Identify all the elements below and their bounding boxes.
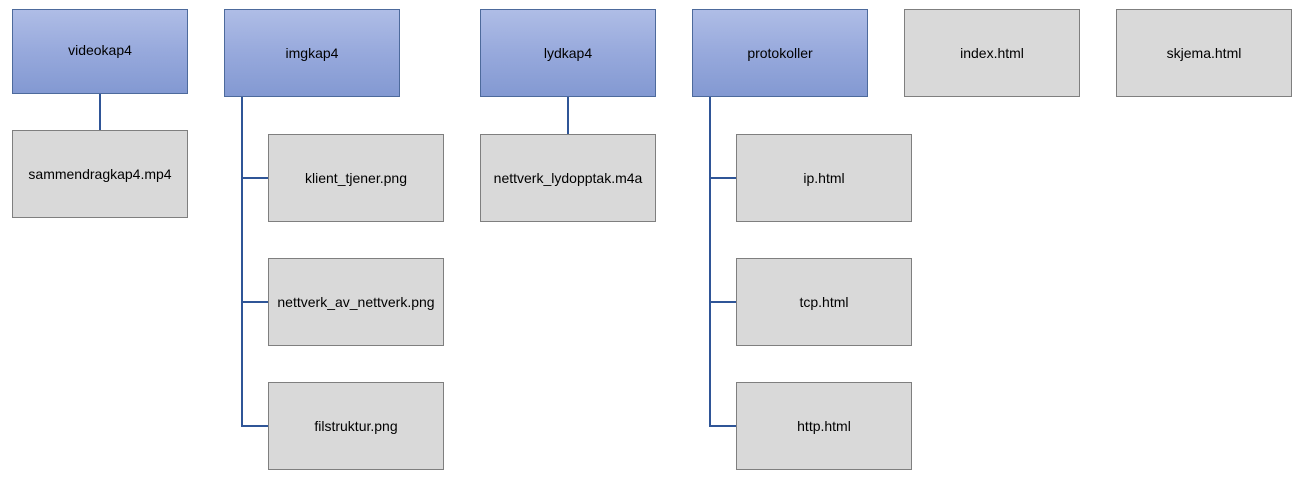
file-label: klient_tjener.png xyxy=(305,170,407,186)
connector-imgkap4-branch-2 xyxy=(241,301,269,303)
folder-videokap4: videokap4 xyxy=(12,9,188,94)
file-index-html: index.html xyxy=(904,9,1080,97)
file-nettverk-av-nettverk-png: nettverk_av_nettverk.png xyxy=(268,258,444,346)
file-label: index.html xyxy=(960,45,1024,61)
file-label: skjema.html xyxy=(1166,45,1242,61)
folder-label: videokap4 xyxy=(68,41,132,58)
folder-imgkap4: imgkap4 xyxy=(224,9,400,97)
connector-protokoller-branch-3 xyxy=(709,425,737,427)
folder-label: protokoller xyxy=(747,45,813,61)
folder-lydkap4: lydkap4 xyxy=(480,9,656,97)
file-label: sammendragkap4.mp4 xyxy=(28,166,172,182)
connector-videokap4 xyxy=(99,93,101,131)
connector-imgkap4-trunk xyxy=(241,97,243,427)
file-nettverk-lydopptak-m4a: nettverk_lydopptak.m4a xyxy=(480,134,656,222)
file-ip-html: ip.html xyxy=(736,134,912,222)
file-sammendragkap4-mp4: sammendragkap4.mp4 xyxy=(12,130,188,218)
connector-protokoller-branch-2 xyxy=(709,301,737,303)
connector-imgkap4-branch-3 xyxy=(241,425,269,427)
file-label: ip.html xyxy=(803,170,845,186)
connector-protokoller-branch-1 xyxy=(709,177,737,179)
file-label: tcp.html xyxy=(799,294,849,310)
file-http-html: http.html xyxy=(736,382,912,470)
file-skjema-html: skjema.html xyxy=(1116,9,1292,97)
file-tcp-html: tcp.html xyxy=(736,258,912,346)
file-klient-tjener-png: klient_tjener.png xyxy=(268,134,444,222)
folder-label: imgkap4 xyxy=(285,45,339,61)
file-label: filstruktur.png xyxy=(314,418,398,434)
folder-protokoller: protokoller xyxy=(692,9,868,97)
folder-label: lydkap4 xyxy=(543,45,593,61)
connector-protokoller-trunk xyxy=(709,97,711,427)
file-label: nettverk_av_nettverk.png xyxy=(277,294,435,310)
file-label: nettverk_lydopptak.m4a xyxy=(493,170,643,186)
file-filstruktur-png: filstruktur.png xyxy=(268,382,444,470)
connector-lydkap4 xyxy=(567,97,569,135)
file-label: http.html xyxy=(797,418,851,434)
connector-imgkap4-branch-1 xyxy=(241,177,269,179)
